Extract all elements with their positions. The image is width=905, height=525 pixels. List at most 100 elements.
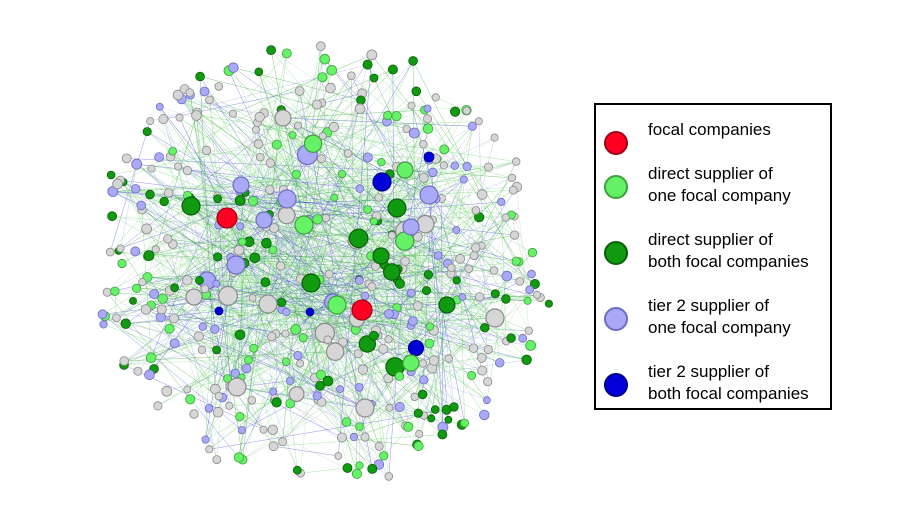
network-node-other — [227, 377, 247, 397]
network-node-other — [288, 386, 305, 403]
network-edge — [364, 271, 393, 409]
network-node-other — [334, 452, 343, 460]
network-node-other — [205, 445, 214, 454]
network-node-direct-one — [312, 214, 323, 225]
network-edge — [359, 108, 424, 178]
network-node-other — [336, 432, 347, 443]
network-edge — [396, 109, 425, 167]
network-node-direct-one — [294, 215, 314, 235]
network-node-direct-both — [437, 429, 448, 440]
network-node-other — [121, 153, 132, 164]
network-node-direct-both — [427, 414, 436, 423]
network-node-other — [360, 432, 370, 442]
legend-label-tier2-one: tier 2 supplier of one focal company — [648, 296, 791, 337]
network-edge — [310, 261, 519, 284]
network-node-direct-both — [444, 415, 453, 424]
network-node-other — [325, 342, 345, 361]
network-node-tier2-one — [497, 197, 506, 207]
network-node-direct-both — [449, 402, 459, 412]
network-node-direct-both — [213, 252, 223, 262]
network-edge — [273, 227, 527, 361]
network-edge — [271, 226, 412, 337]
network-edge — [273, 434, 443, 447]
network-edge — [162, 298, 448, 306]
network-edge — [200, 76, 407, 130]
network-edge — [360, 100, 376, 267]
network-node-direct-one — [238, 237, 247, 246]
network-node-tier2-one — [419, 375, 429, 385]
network-edge — [236, 386, 424, 416]
network-edge — [102, 314, 419, 414]
network-node-other — [400, 256, 410, 266]
network-node-tier2-one — [99, 320, 108, 329]
legend-swatch-direct-one — [604, 175, 628, 199]
network-node-other — [515, 276, 525, 286]
network-node-other — [323, 335, 333, 345]
network-node-tier2-one — [198, 322, 207, 331]
network-node-other — [140, 304, 152, 315]
network-edge — [140, 205, 274, 447]
network-node-other — [501, 213, 510, 222]
network-node-other — [161, 385, 173, 397]
network-edge — [199, 76, 216, 390]
network-node-tier2-one — [459, 175, 468, 184]
network-edge — [147, 131, 265, 221]
network-edge — [320, 46, 343, 438]
network-edge — [111, 132, 328, 176]
network-node-other — [476, 189, 488, 200]
network-node-other — [353, 349, 363, 359]
legend-label-direct-both: direct supplier of both focal companies — [648, 230, 809, 271]
network-node-direct-both — [521, 354, 532, 366]
network-edge — [263, 59, 326, 221]
network-node-other — [182, 166, 192, 176]
network-edge — [307, 154, 430, 196]
network-node-other — [277, 206, 296, 225]
network-node-tier2-one — [241, 363, 252, 374]
network-node-other — [412, 301, 423, 312]
network-node-tier2-one — [495, 358, 505, 368]
network-node-other — [274, 109, 292, 127]
network-edge — [132, 300, 247, 369]
network-node-direct-one — [425, 322, 435, 331]
network-node-other — [422, 114, 432, 124]
network-edge — [104, 315, 283, 442]
legend-swatch-tier2-one — [604, 307, 628, 331]
network-node-other — [328, 121, 339, 133]
network-node-direct-one — [317, 72, 328, 83]
network-node-other — [476, 352, 487, 363]
legend-item-direct-supplier-both: direct supplier of both focal companies — [604, 229, 830, 273]
network-edge — [125, 318, 175, 324]
network-node-direct-both — [212, 345, 222, 355]
network-node-tier2-one — [525, 285, 534, 295]
network-node-other — [112, 313, 121, 323]
network-node-tier2-one — [210, 324, 220, 334]
network-node-other — [258, 294, 278, 314]
network-node-direct-one — [157, 293, 168, 304]
network-edge — [300, 467, 348, 474]
network-node-direct-one — [298, 333, 308, 343]
network-node-direct-one — [249, 343, 259, 353]
network-edge — [232, 54, 372, 114]
network-node-other — [116, 244, 125, 253]
network-edge — [120, 248, 216, 390]
network-node-direct-one — [281, 48, 292, 59]
network-node-other — [462, 106, 471, 115]
network-edge — [463, 179, 495, 271]
network-node-tier2-one — [155, 102, 164, 111]
network-node-other — [378, 343, 389, 354]
network-node-direct-both — [234, 194, 246, 206]
network-node-direct-both — [452, 276, 461, 285]
network-edge — [269, 214, 338, 306]
network-node-other — [201, 145, 212, 156]
network-edge — [399, 261, 517, 377]
network-node-direct-one — [382, 110, 393, 121]
network-edge — [303, 224, 316, 378]
network-node-other — [183, 385, 192, 394]
network-node-direct-both — [261, 237, 272, 249]
network-node-direct-one — [223, 374, 233, 383]
network-node-other — [138, 277, 147, 287]
network-node-other — [321, 213, 331, 223]
network-edge — [286, 173, 390, 200]
network-node-other — [214, 82, 224, 91]
network-node-direct-both — [423, 269, 433, 280]
